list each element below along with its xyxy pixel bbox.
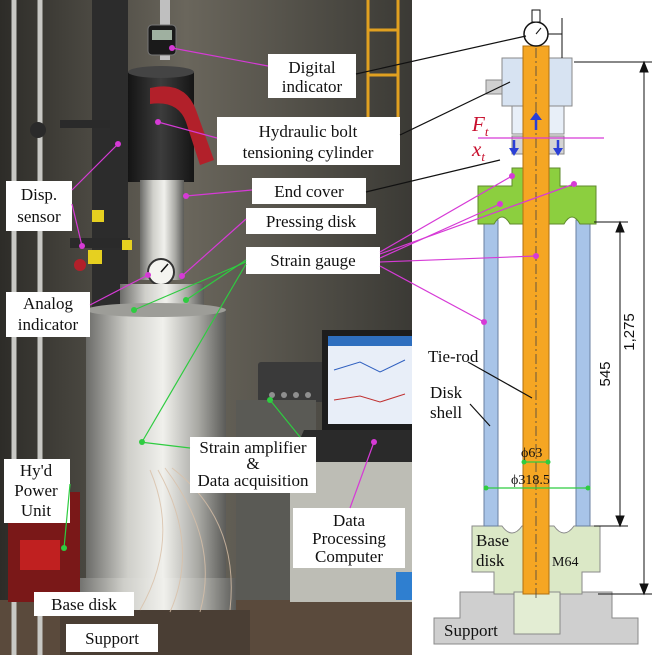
label-pressing-disk: Pressing disk <box>266 212 357 231</box>
dimension-total <box>574 60 652 596</box>
label-disk-shell-2: shell <box>430 403 462 422</box>
label-data-computer-2: Processing <box>312 529 386 548</box>
label-digital-indicator-1: Digital <box>288 58 335 77</box>
label-displacement: xt <box>471 137 485 164</box>
label-dim-shell: 545 <box>597 361 614 386</box>
photo-leader-dots <box>61 45 377 551</box>
schematic-labels: Ft xt Tie-rod Disk shell ϕ63 ϕ318.5 Base… <box>428 112 638 640</box>
label-strain-amplifier-2: & <box>246 454 259 473</box>
label-data-computer-3: Computer <box>315 547 383 566</box>
label-end-cover: End cover <box>274 182 344 201</box>
force-arrows <box>509 112 563 156</box>
disk-shell-photo <box>86 308 226 605</box>
hydraulic-clamp <box>150 86 214 165</box>
disk-shell-rim <box>86 303 226 317</box>
photo-leader-lines <box>63 47 375 549</box>
label-strain-amplifier-3: Data acquisition <box>198 471 309 490</box>
label-disk-shell-1: Disk <box>430 383 463 402</box>
pressing-disk-photo <box>120 284 204 306</box>
dimension-shell <box>594 220 628 528</box>
base-disk-pad <box>513 591 561 635</box>
schematic-dots <box>481 173 577 325</box>
label-power-unit-2: Power <box>14 481 58 500</box>
label-base-disk-1: Base <box>476 531 509 550</box>
label-disp-sensor-2: sensor <box>17 207 61 226</box>
disk-shell-left <box>483 219 499 527</box>
label-data-computer-1: Data <box>333 511 366 530</box>
label-thread: M64 <box>552 555 578 570</box>
label-support-schematic: Support <box>444 621 498 640</box>
disp-sensor-rig <box>30 120 132 271</box>
label-disp-sensor-1: Disp. <box>21 185 57 204</box>
label-power-unit-3: Unit <box>21 501 52 520</box>
dimension-dots <box>483 459 591 491</box>
digital-indicator-screen <box>152 30 172 40</box>
label-tie-rod: Tie-rod <box>428 347 479 366</box>
disk-shell-right <box>575 219 591 527</box>
label-hydraulic-cylinder-1: Hydraulic bolt <box>259 122 358 141</box>
label-dia-rod: ϕ63 <box>521 446 542 461</box>
schematic-panel: Ft xt Tie-rod Disk shell ϕ63 ϕ318.5 Base… <box>355 9 652 645</box>
label-dia-shell: ϕ318.5 <box>511 473 550 488</box>
label-base-disk-photo: Base disk <box>51 595 117 614</box>
strain-amplifier-photo <box>258 362 328 402</box>
label-power-unit-1: Hy'd <box>20 461 53 480</box>
label-dim-total: 1,275 <box>621 313 638 351</box>
photo-panel: Digital indicator Hydraulic bolt tension… <box>0 0 412 655</box>
label-analog-indicator-1: Analog <box>23 294 74 313</box>
wires <box>139 467 232 613</box>
label-digital-indicator-2: indicator <box>282 77 343 96</box>
schematic-leaders <box>355 35 575 427</box>
dimension-diameters <box>486 461 588 489</box>
label-force: Ft <box>471 112 489 139</box>
label-base-disk-2: disk <box>476 551 505 570</box>
label-strain-amplifier-1: Strain amplifier <box>199 438 307 457</box>
hydraulic-cylinder-top <box>128 66 194 78</box>
label-support-photo: Support <box>85 629 139 648</box>
label-analog-indicator-2: indicator <box>18 315 79 334</box>
label-hydraulic-cylinder-2: tensioning cylinder <box>243 143 374 162</box>
cylinder-fitting <box>485 79 503 95</box>
photo-label-boxes <box>4 54 405 652</box>
label-strain-gauge: Strain gauge <box>270 251 355 270</box>
photo-labels: Digital indicator Hydraulic bolt tension… <box>14 58 386 648</box>
data-processing-computer <box>290 330 412 462</box>
